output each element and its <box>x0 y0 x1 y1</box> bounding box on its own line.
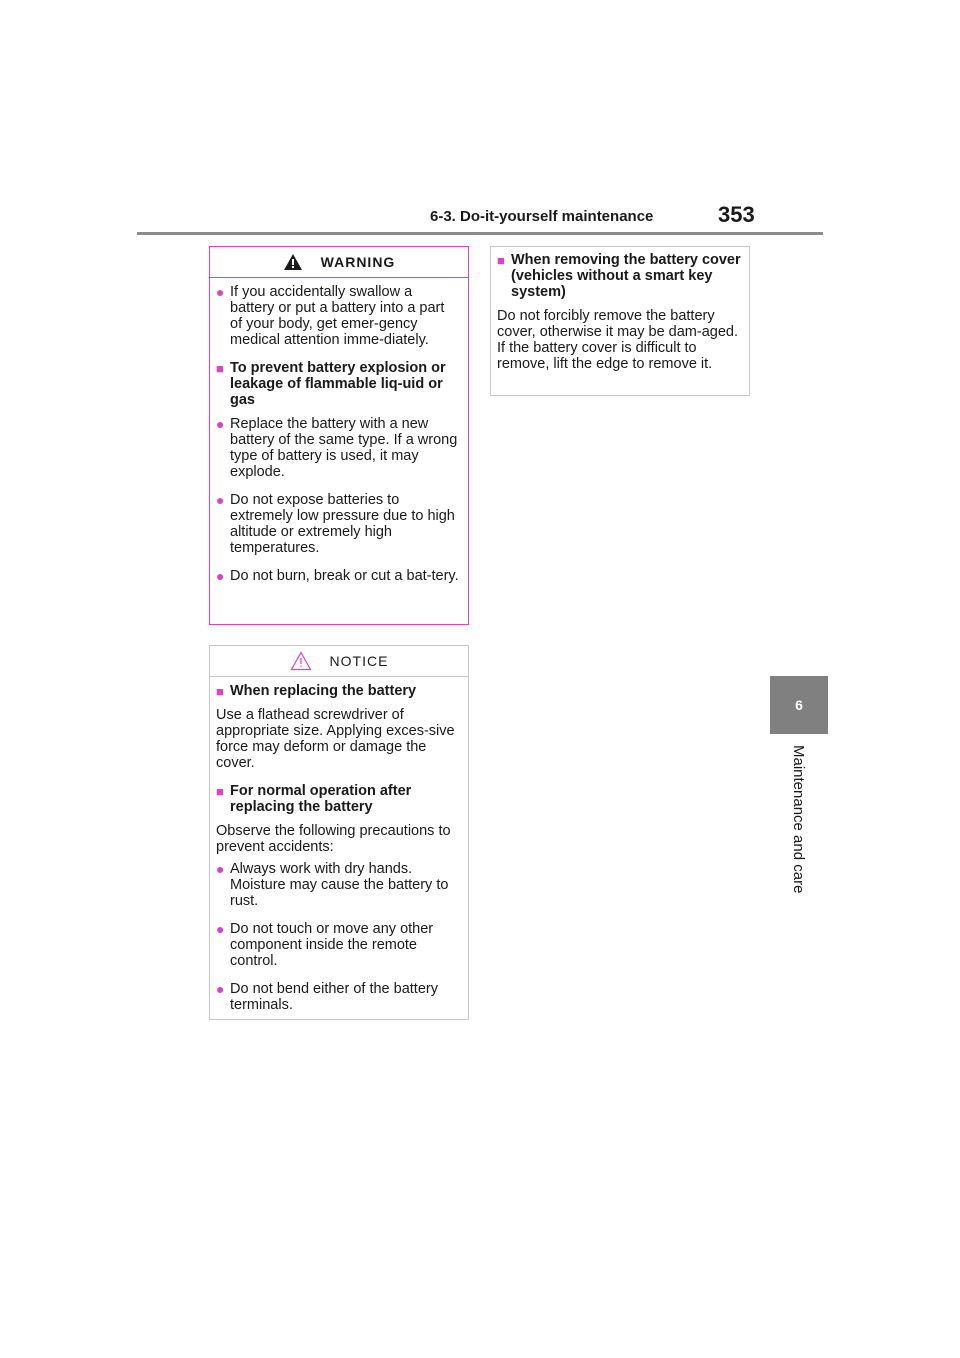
notice-paragraph-1: Use a flathead screwdriver of appropriat… <box>216 707 455 771</box>
chapter-tab: 6 <box>770 676 828 734</box>
square-marker-icon: ■ <box>497 253 505 268</box>
info-paragraph-2: If the battery cover is difficult to rem… <box>497 340 713 372</box>
bullet-icon: ● <box>216 981 225 997</box>
warning-header: WARNING <box>210 247 468 278</box>
chapter-title: Maintenance and care <box>790 745 807 894</box>
warning-heading-1: ■ To prevent battery explosion or leakag… <box>216 360 446 408</box>
notice-bullet-2: ● Do not touch or move any other compone… <box>216 921 434 969</box>
warning-title: WARNING <box>320 254 396 270</box>
bullet-icon: ● <box>216 861 225 877</box>
bullet-icon: ● <box>216 568 225 584</box>
info-heading: ■ When removing the battery cover (vehic… <box>497 252 741 300</box>
notice-title: NOTICE <box>329 653 389 669</box>
bullet-icon: ● <box>216 284 225 300</box>
section-title: 6-3. Do-it-yourself maintenance <box>430 208 654 225</box>
info-box: ■ When removing the battery cover (vehic… <box>490 246 750 396</box>
warning-bullet-4: ● Do not burn, break or cut a bat-tery. <box>216 568 459 584</box>
notice-heading-2: ■ For normal operation after replacing t… <box>216 783 412 815</box>
warning-box: WARNING ● If you accidentally swallow a … <box>209 246 469 625</box>
square-marker-icon: ■ <box>216 684 224 699</box>
notice-triangle-icon <box>290 651 312 671</box>
info-paragraph-1: Do not forcibly remove the battery cover… <box>497 308 738 340</box>
warning-bullet-2: ● Replace the battery with a new battery… <box>216 416 458 480</box>
bullet-icon: ● <box>216 921 225 937</box>
warning-bullet-1: ● If you accidentally swallow a battery … <box>216 284 445 348</box>
notice-header: NOTICE <box>210 646 468 677</box>
notice-bullet-1: ● Always work with dry hands. Moisture m… <box>216 861 449 909</box>
notice-box: NOTICE ■ When replacing the battery Use … <box>209 645 469 1020</box>
warning-triangle-icon <box>283 254 302 270</box>
notice-bullet-3: ● Do not bend either of the battery term… <box>216 981 438 1013</box>
bullet-icon: ● <box>216 416 225 432</box>
header-divider <box>137 232 823 235</box>
notice-heading-1: ■ When replacing the battery <box>216 683 417 699</box>
page-number: 353 <box>718 202 755 227</box>
warning-bullet-3: ● Do not expose batteries to extremely l… <box>216 492 455 556</box>
chapter-number: 6 <box>795 697 803 713</box>
square-marker-icon: ■ <box>216 784 224 799</box>
square-marker-icon: ■ <box>216 361 224 376</box>
notice-paragraph-2: Observe the following precautions to pre… <box>216 823 451 855</box>
bullet-icon: ● <box>216 492 225 508</box>
